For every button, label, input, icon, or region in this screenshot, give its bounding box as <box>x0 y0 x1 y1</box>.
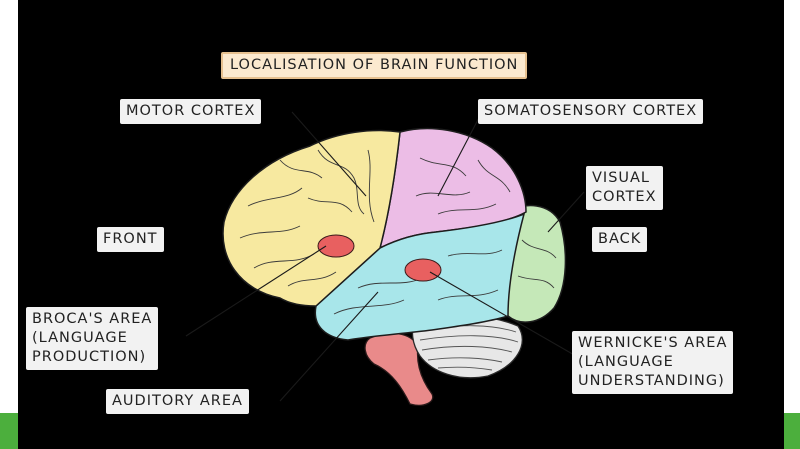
wernickes-pointer <box>429 271 577 357</box>
somatosensory-pointer <box>437 111 483 197</box>
brain-folds <box>239 149 557 315</box>
green-frame-left <box>0 413 18 449</box>
frontal-lobe <box>222 129 401 307</box>
label-wernickes-area: WERNICKE'S AREA (LANGUAGE UNDERSTANDING) <box>572 331 734 394</box>
label-visual-cortex: VISUAL CORTEX <box>586 166 663 210</box>
label-somatosensory-cortex: SOMATOSENSORY CORTEX <box>478 99 704 124</box>
visual-cortex-pointer <box>547 191 585 233</box>
label-motor-cortex: MOTOR CORTEX <box>120 99 262 124</box>
label-back: BACK <box>592 227 648 252</box>
label-auditory-area: AUDITORY AREA <box>106 389 249 414</box>
brocas-area-marker <box>317 234 355 258</box>
label-brocas-area: BROCA'S AREA (LANGUAGE PRODUCTION) <box>26 307 159 370</box>
label-front: FRONT <box>97 227 164 252</box>
diagram-title: LOCALISATION OF BRAIN FUNCTION <box>221 52 528 79</box>
green-frame-right <box>784 413 800 449</box>
pointer-lines <box>185 111 585 402</box>
motor-cortex-pointer <box>291 111 367 197</box>
brocas-pointer <box>185 245 327 337</box>
wernickes-area-marker <box>404 258 442 282</box>
auditory-pointer <box>279 291 379 402</box>
diagram-canvas: LOCALISATION OF BRAIN FUNCTION MOTOR COR… <box>18 0 784 449</box>
brain-illustration <box>185 111 585 406</box>
